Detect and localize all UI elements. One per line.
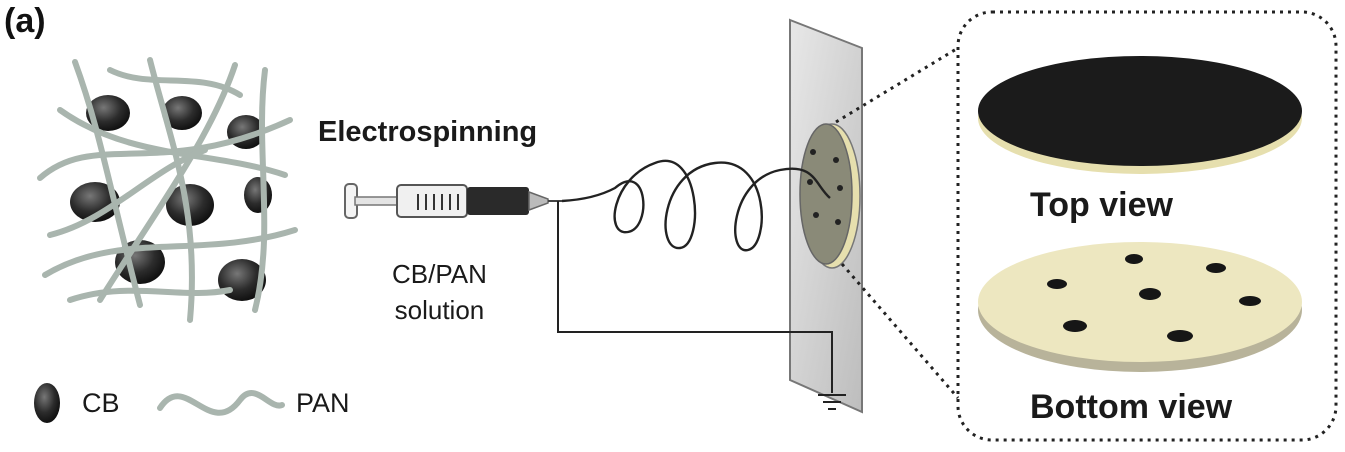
- legend-cb-label: CB: [82, 388, 120, 418]
- syringe-plunger-rod: [354, 196, 398, 206]
- inset-box: [956, 10, 1338, 442]
- cb-particle: [166, 184, 214, 226]
- top-view-label: Top view: [1030, 186, 1173, 224]
- top-view-membrane: [978, 56, 1302, 174]
- syringe-barrel: [396, 184, 468, 218]
- solution-label-line1: CB/PAN: [392, 259, 487, 289]
- syringe-tip: [528, 190, 549, 212]
- cb-particle: [162, 96, 202, 130]
- solution-label-line2: solution: [394, 295, 485, 325]
- legend-pan-icon: [157, 390, 285, 416]
- bottom-view-membrane: [978, 242, 1302, 372]
- process-label: Electrospinning: [318, 116, 538, 148]
- ground-icon: [818, 394, 846, 410]
- electrospinning-jet: [561, 159, 831, 252]
- fiber-network: [37, 57, 298, 323]
- solution-label: CB/PAN solution: [392, 256, 487, 328]
- circuit-wire: [557, 201, 833, 393]
- zoom-lines: [835, 46, 960, 399]
- pan-fibers: [37, 57, 298, 323]
- collector: [789, 18, 863, 414]
- bottom-view-holes: [1047, 254, 1261, 342]
- bottom-view-label: Bottom view: [1030, 388, 1233, 426]
- syringe-scale: [417, 194, 459, 210]
- cb-particle: [244, 177, 272, 213]
- legend-cb-icon: [34, 383, 60, 423]
- membrane-holes: [807, 149, 843, 225]
- legend: [34, 383, 285, 423]
- legend-pan-label: PAN: [296, 388, 350, 418]
- syringe: [344, 183, 562, 219]
- circuit: [557, 201, 846, 410]
- syringe-solution: [467, 187, 529, 215]
- panel-label: (a): [4, 2, 46, 40]
